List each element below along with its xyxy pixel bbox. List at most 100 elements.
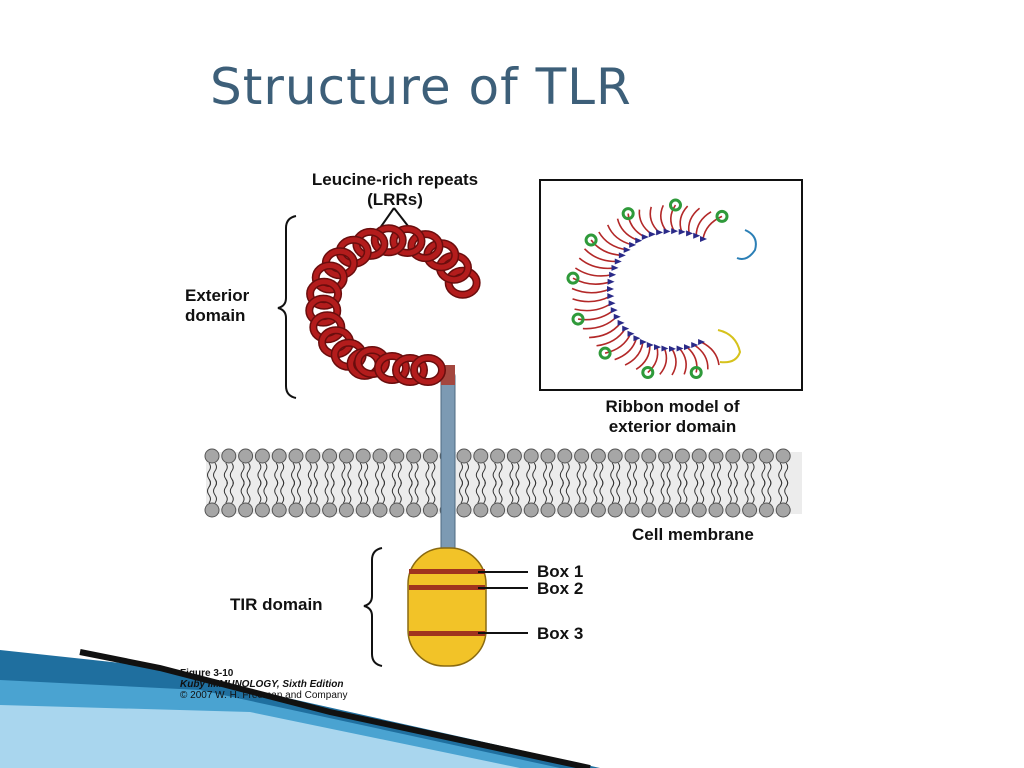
lipid-head: [691, 448, 707, 464]
ribbon-model-caption: Ribbon model of exterior domain: [560, 397, 785, 437]
lipid-tail: [229, 478, 234, 504]
lrr-loop-highlight: [393, 355, 427, 385]
lipid-head: [288, 502, 304, 518]
ribbon-strand: [670, 204, 677, 232]
lipid-tail: [297, 478, 301, 504]
lipid-head: [775, 448, 791, 464]
lipid-head: [590, 502, 606, 518]
ribbon-strand: [700, 341, 720, 366]
lipid-tail: [246, 478, 251, 504]
lipid-tail: [576, 478, 581, 504]
lipid-tail: [549, 478, 553, 504]
lrr-loop-highlight: [306, 296, 340, 326]
lipid-tail: [313, 478, 318, 504]
lipid-tail: [307, 478, 312, 504]
ribbon-green-loop: [621, 207, 635, 221]
exterior-domain-label: Exterior domain: [185, 286, 249, 326]
ribbon-strand: [678, 347, 687, 375]
lrr-loop-highlight: [408, 231, 442, 261]
tir-domain-shape: [407, 547, 487, 667]
lipid-head: [574, 448, 590, 464]
lipid-head: [624, 448, 640, 464]
ribbon-beta-arrow: [700, 235, 707, 242]
ribbon-beta-arrow: [607, 285, 615, 292]
lipid-tail: [358, 478, 363, 504]
lipid-head: [204, 448, 220, 464]
lrr-loop-highlight: [313, 263, 347, 293]
tir-domain-label: TIR domain: [230, 595, 323, 614]
box3-band: [409, 631, 485, 636]
lrr-label-line2: (LRRs): [367, 190, 423, 209]
lipid-tail: [223, 478, 228, 504]
box1-label: Box 1: [537, 562, 584, 581]
lipid-tail: [341, 478, 346, 504]
ribbon-strand: [686, 346, 698, 373]
ribbon-beta-arrow: [648, 231, 656, 238]
ribbon-beta-arrow: [627, 330, 635, 337]
ribbon-strand: [590, 239, 622, 257]
lrr-pointer-right: [393, 207, 409, 227]
lipid-tail: [610, 478, 615, 504]
lipid-tail: [582, 478, 587, 504]
ribbon-beta-arrow: [614, 258, 622, 265]
lipid-tail: [425, 478, 430, 504]
lipid-head: [322, 448, 338, 464]
lipid-head: [238, 448, 254, 464]
lipid-head: [221, 448, 237, 464]
lipid-head: [674, 448, 690, 464]
lipid-tail: [711, 478, 715, 504]
ribbon-green-loop: [689, 365, 703, 379]
lipid-tail: [207, 478, 211, 504]
ribbon-beta-arrow: [683, 344, 691, 351]
figure-number: Figure 3-10: [180, 668, 234, 679]
lipid-tail: [257, 478, 262, 504]
ribbon-beta-arrow: [663, 228, 671, 235]
figure-source: Kuby IMMUNOLOGY, Sixth Edition: [180, 679, 344, 690]
lipid-tail: [408, 478, 413, 504]
lipid-head: [758, 448, 774, 464]
lipid-head: [624, 502, 640, 518]
ribbon-beta-arrow: [609, 271, 617, 278]
tir-bracket: [363, 547, 383, 667]
box3-label: Box 3: [537, 624, 584, 643]
lipid-tail: [515, 478, 520, 504]
ribbon-beta-arrow: [686, 230, 694, 237]
lipid-tail: [767, 478, 772, 504]
lrr-label: Leucine-rich repeats (LRRs): [280, 170, 510, 210]
ribbon-green-loop: [598, 346, 612, 360]
lipid-tail: [375, 478, 379, 504]
lipid-head: [506, 448, 522, 464]
ribbon-strand: [702, 215, 723, 240]
ribbon-beta-arrow: [610, 307, 618, 314]
lipid-tail: [414, 478, 419, 504]
lipid-tail: [240, 478, 245, 504]
exterior-label-line2: domain: [185, 306, 246, 325]
lipid-tail: [364, 478, 369, 504]
ribbon-strand: [635, 344, 651, 371]
lipid-head: [674, 502, 690, 518]
lipid-head: [338, 448, 354, 464]
figure-copyright: © 2007 W. H. Freeman and Company: [180, 690, 348, 701]
lipid-tail: [599, 478, 604, 504]
ribbon-strand: [647, 346, 659, 374]
ribbon-caption-line2: exterior domain: [608, 417, 737, 436]
lipid-tail: [643, 478, 648, 504]
lipid-head: [254, 502, 270, 518]
lipid-head: [473, 502, 489, 518]
ribbon-model-illustration: [566, 198, 757, 379]
lipid-tail: [213, 478, 217, 504]
ribbon-yellow-cap: [717, 329, 742, 364]
ribbon-green-loop: [571, 312, 585, 326]
lipid-head: [238, 502, 254, 518]
lrr-pointer-left: [379, 207, 395, 229]
lipid-head: [322, 502, 338, 518]
lrr-loop-highlight: [307, 279, 341, 309]
lipid-tail: [324, 478, 329, 504]
ribbon-beta-arrow: [613, 313, 621, 320]
ribbon-beta-arrow: [607, 278, 615, 285]
lipid-head: [456, 448, 472, 464]
ribbon-beta-arrow: [693, 232, 701, 239]
lipid-head: [523, 448, 539, 464]
ribbon-beta-arrow: [671, 228, 679, 235]
